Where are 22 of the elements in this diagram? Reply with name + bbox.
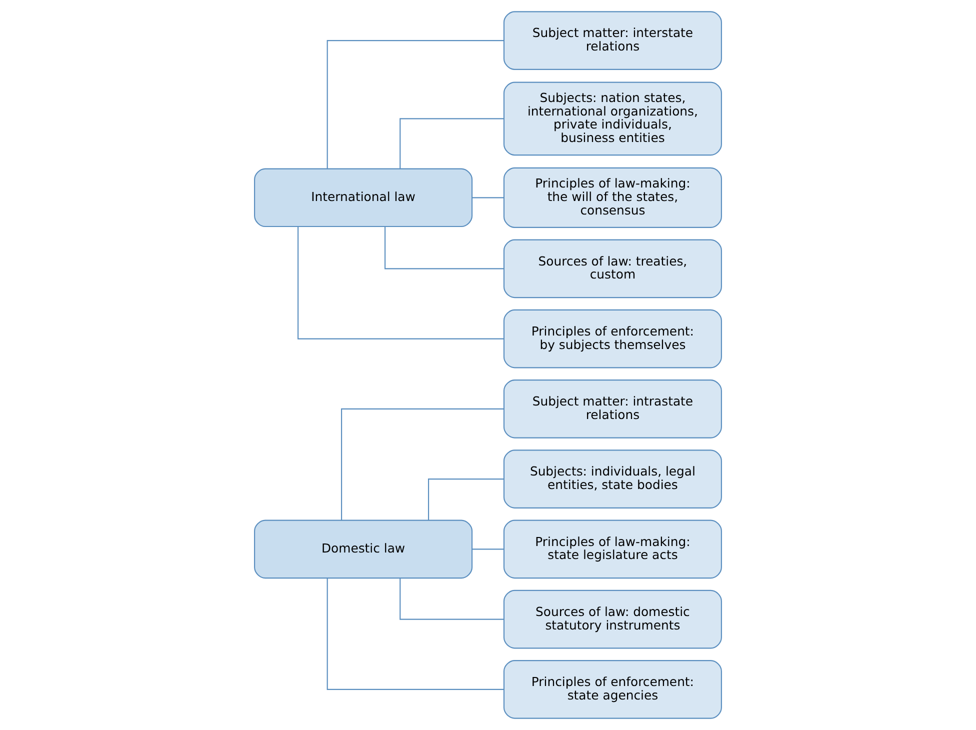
node-box: Subject matter: intrastate relations xyxy=(503,380,722,438)
node-box: Sources of law: domestic statutory instruments xyxy=(503,590,722,649)
connector xyxy=(400,118,504,169)
connector xyxy=(472,548,504,550)
connector xyxy=(341,408,504,520)
node-box: Principles of enforcement: by subjects themselves xyxy=(503,309,722,368)
connector xyxy=(326,578,504,690)
connector xyxy=(428,478,504,520)
node-box: Principles of law-making: state legislature acts xyxy=(503,520,722,579)
connector xyxy=(326,40,504,168)
node-box: Domestic law xyxy=(254,520,473,579)
node-box: Subjects: nation states, international organizations, private individuals, business entities xyxy=(503,82,722,156)
connector xyxy=(400,578,504,620)
connector xyxy=(298,226,504,340)
node-box: Principles of enforcement: state agencies xyxy=(503,660,722,719)
connector xyxy=(384,226,504,270)
node-box: International law xyxy=(254,168,473,228)
node-box: Subjects: individuals, legal entities, state bodies xyxy=(503,450,722,508)
node-box: Principles of law-making: the will of the states, consensus xyxy=(503,167,722,228)
node-box: Sources of law: treaties, custom xyxy=(503,239,722,298)
connector xyxy=(472,197,504,198)
node-box: Subject matter: interstate relations xyxy=(503,11,722,70)
